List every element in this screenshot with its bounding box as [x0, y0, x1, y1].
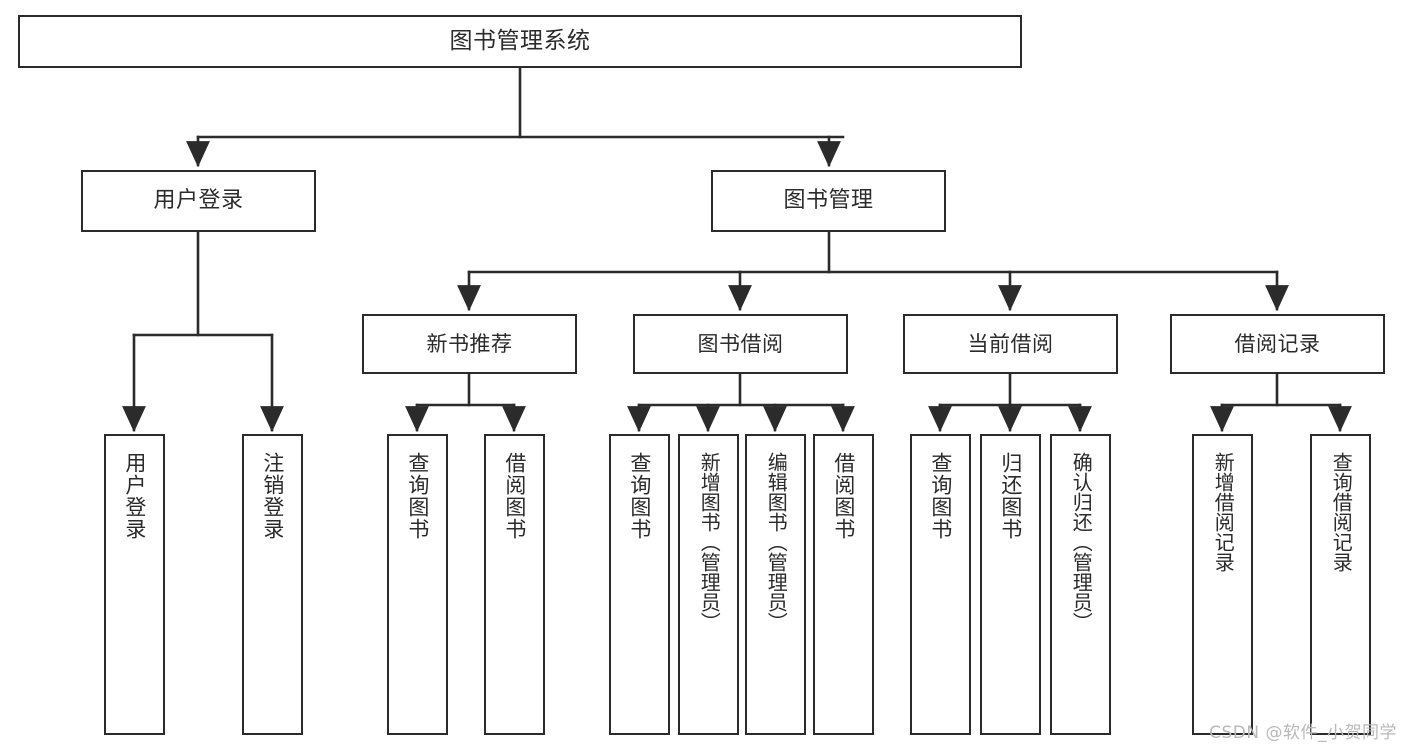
node-label: 新增图书（管理员） [697, 452, 722, 632]
leaf-query-book-recommend[interactable]: 查询图书 [387, 434, 448, 735]
node-label: 借阅记录 [1234, 331, 1321, 356]
node-label: 确认归还（管理员） [1069, 452, 1094, 632]
node-label: 图书借阅 [697, 331, 784, 356]
node-label: 借阅图书 [502, 452, 527, 540]
node-label: 新书推荐 [426, 331, 513, 356]
node-borrow-record[interactable]: 借阅记录 [1170, 314, 1385, 374]
node-book-borrow[interactable]: 图书借阅 [633, 314, 848, 374]
node-user-login[interactable]: 用户登录 [81, 170, 316, 232]
leaf-borrow-book-borrow[interactable]: 借阅图书 [813, 434, 874, 735]
leaf-user-login[interactable]: 用户登录 [104, 434, 165, 735]
node-label: 用户登录 [122, 452, 147, 540]
leaf-add-borrow-record[interactable]: 新增借阅记录 [1192, 434, 1253, 735]
csdn-watermark: CSDN @软件_小贺同学 [1209, 723, 1397, 743]
node-label: 查询图书 [627, 452, 652, 540]
leaf-edit-book-admin[interactable]: 编辑图书（管理员） [745, 434, 806, 735]
leaf-add-book-admin[interactable]: 新增图书（管理员） [678, 434, 739, 735]
node-label: 借阅图书 [831, 452, 856, 540]
leaf-borrow-book-recommend[interactable]: 借阅图书 [484, 434, 545, 735]
node-label: 归还图书 [998, 452, 1023, 540]
leaf-query-book-borrow[interactable]: 查询图书 [609, 434, 670, 735]
node-label: 图书管理系统 [449, 27, 591, 54]
leaf-confirm-return-admin[interactable]: 确认归还（管理员） [1050, 434, 1111, 735]
node-label: 注销登录 [260, 452, 285, 540]
leaf-return-book[interactable]: 归还图书 [980, 434, 1041, 735]
leaf-query-borrow-record[interactable]: 查询借阅记录 [1310, 434, 1371, 735]
leaf-user-logout[interactable]: 注销登录 [242, 434, 303, 735]
leaf-query-book-current[interactable]: 查询图书 [910, 434, 971, 735]
node-label: 查询借阅记录 [1329, 452, 1354, 572]
node-label: 查询图书 [405, 452, 430, 540]
node-new-book-recommend[interactable]: 新书推荐 [362, 314, 577, 374]
node-label: 用户登录 [153, 188, 244, 214]
node-label: 查询图书 [928, 452, 953, 540]
node-current-borrow[interactable]: 当前借阅 [903, 314, 1118, 374]
node-root-book-management-system[interactable]: 图书管理系统 [18, 15, 1022, 68]
node-book-management[interactable]: 图书管理 [711, 170, 946, 232]
node-label: 图书管理 [783, 188, 874, 214]
node-label: 当前借阅 [967, 331, 1054, 356]
node-label: 新增借阅记录 [1211, 452, 1236, 572]
node-label: 编辑图书（管理员） [764, 452, 789, 632]
